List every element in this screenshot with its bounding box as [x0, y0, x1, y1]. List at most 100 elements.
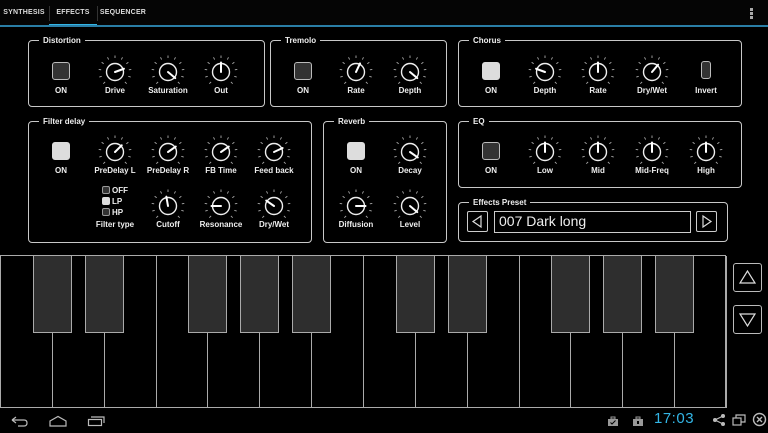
black-key[interactable]	[188, 256, 227, 333]
radio-dot-icon	[102, 197, 110, 205]
knob-icon	[527, 54, 563, 90]
system-bar	[0, 408, 768, 432]
panel-title: Effects Preset	[469, 197, 530, 208]
chorus-invert-toggle[interactable]	[701, 61, 711, 79]
back-icon[interactable]	[10, 415, 30, 433]
preset-name-text: 007 Dark long	[494, 211, 696, 233]
knob-icon	[203, 54, 239, 90]
decay-knob[interactable]	[392, 134, 428, 170]
black-key[interactable]	[85, 256, 124, 333]
tab-underline	[0, 25, 768, 27]
saturation-knob[interactable]	[150, 54, 186, 90]
tremolo-depth-label: Depth	[375, 86, 445, 95]
filter-type-hp-radio[interactable]: HP	[102, 208, 123, 218]
cutoff-knob[interactable]	[150, 188, 186, 224]
predelay-r-knob[interactable]	[150, 134, 186, 170]
knob-icon	[580, 54, 616, 90]
knob-icon	[203, 188, 239, 224]
predelay-l-knob[interactable]	[97, 134, 133, 170]
eq-midfreq-knob[interactable]	[634, 134, 670, 170]
level-knob[interactable]	[392, 188, 428, 224]
radio-label: LP	[112, 197, 122, 206]
knob-icon	[150, 134, 186, 170]
feedback-label: Feed back	[239, 166, 309, 175]
diffusion-knob[interactable]	[338, 188, 374, 224]
black-key[interactable]	[448, 256, 487, 333]
triangle-down-icon	[734, 306, 761, 333]
chorus-rate-knob[interactable]	[580, 54, 616, 90]
piano-keyboard	[0, 255, 726, 408]
black-key[interactable]	[396, 256, 435, 333]
chorus-drywet-knob[interactable]	[634, 54, 670, 90]
reverb-on-toggle[interactable]	[347, 142, 365, 160]
knob-icon	[392, 134, 428, 170]
black-key[interactable]	[33, 256, 72, 333]
recent-apps-icon[interactable]	[87, 414, 107, 432]
black-key[interactable]	[240, 256, 279, 333]
chorus-on-toggle[interactable]	[482, 62, 500, 80]
out-knob[interactable]	[203, 54, 239, 90]
drive-knob[interactable]	[97, 54, 133, 90]
knob-icon	[392, 54, 428, 90]
black-key[interactable]	[603, 256, 642, 333]
knob-icon	[392, 188, 428, 224]
octave-up-button[interactable]	[733, 263, 762, 292]
preset-prev-button[interactable]	[467, 211, 488, 232]
close-circle-icon[interactable]	[752, 412, 767, 432]
resonance-knob[interactable]	[203, 188, 239, 224]
knob-icon	[203, 134, 239, 170]
black-key[interactable]	[551, 256, 590, 333]
filter-type-lp-radio[interactable]: LP	[102, 197, 122, 207]
tremolo-on-toggle[interactable]	[294, 62, 312, 80]
triangle-right-icon	[697, 212, 716, 231]
preset-next-button[interactable]	[696, 211, 717, 232]
triangle-up-icon	[734, 264, 761, 291]
chorus-depth-knob[interactable]	[527, 54, 563, 90]
knob-icon	[634, 54, 670, 90]
radio-dot-icon	[102, 208, 110, 216]
filter-delay-on-toggle[interactable]	[52, 142, 70, 160]
eq-high-knob[interactable]	[688, 134, 724, 170]
knob-icon	[97, 134, 133, 170]
filter-drywet-label: Dry/Wet	[239, 220, 309, 229]
panel-title: Distortion	[39, 35, 85, 46]
eq-mid-knob[interactable]	[580, 134, 616, 170]
filter-drywet-knob[interactable]	[256, 188, 292, 224]
knob-icon	[256, 134, 292, 170]
decay-label: Decay	[375, 166, 445, 175]
eq-low-knob[interactable]	[527, 134, 563, 170]
status-clock: 17:03	[654, 410, 694, 427]
octave-down-button[interactable]	[733, 305, 762, 334]
tab-synthesis[interactable]: SYNTHESIS	[0, 0, 48, 26]
panel-title: Tremolo	[281, 35, 320, 46]
black-key[interactable]	[292, 256, 331, 333]
knob-icon	[150, 54, 186, 90]
knob-icon	[580, 134, 616, 170]
triangle-left-icon	[468, 212, 487, 231]
eq-on-toggle[interactable]	[482, 142, 500, 160]
tab-effects[interactable]: EFFECTS	[49, 0, 97, 26]
radio-label: HP	[112, 208, 123, 217]
tab-bar: SYNTHESIS EFFECTS SEQUENCER	[0, 0, 768, 26]
tremolo-depth-knob[interactable]	[392, 54, 428, 90]
share-icon[interactable]	[712, 413, 726, 432]
feedback-knob[interactable]	[256, 134, 292, 170]
panel-title: Reverb	[334, 116, 369, 127]
level-label: Level	[375, 220, 445, 229]
chorus-invert-label: Invert	[671, 86, 741, 95]
window-icon[interactable]	[732, 413, 746, 432]
out-label: Out	[186, 86, 256, 95]
fb-time-knob[interactable]	[203, 134, 239, 170]
knob-icon	[150, 188, 186, 224]
overflow-menu-icon[interactable]	[749, 8, 755, 20]
distortion-on-toggle[interactable]	[52, 62, 70, 80]
home-icon[interactable]	[48, 414, 68, 432]
tremolo-rate-knob[interactable]	[338, 54, 374, 90]
panel-title: Chorus	[469, 35, 505, 46]
knob-icon	[256, 188, 292, 224]
black-key[interactable]	[655, 256, 694, 333]
briefcase-check-icon	[607, 414, 619, 432]
knob-icon	[338, 188, 374, 224]
filter-type-off-radio[interactable]: OFF	[102, 186, 128, 196]
tab-sequencer[interactable]: SEQUENCER	[97, 0, 149, 26]
